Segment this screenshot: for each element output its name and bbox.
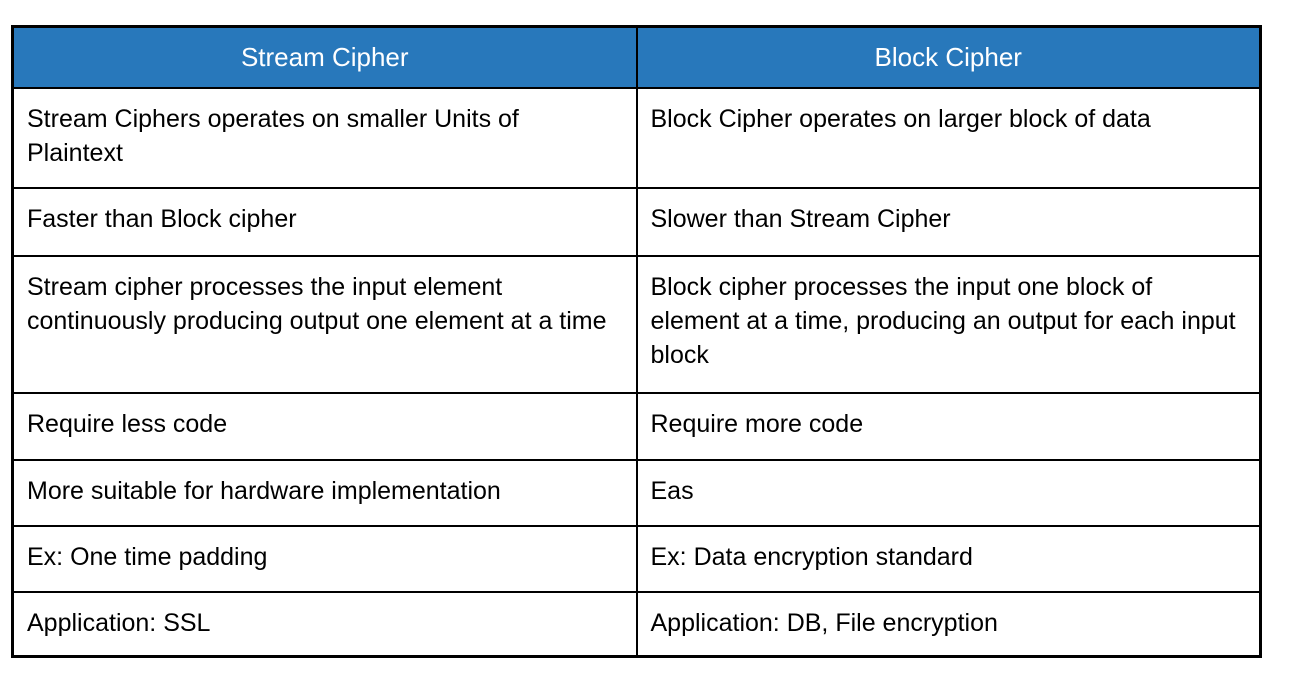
table-row: Stream cipher processes the input elemen… [11, 254, 1262, 394]
column-header-block-cipher: Block Cipher [635, 25, 1262, 89]
stream-cipher-cell: Application: SSL [11, 590, 638, 658]
table-row: Stream Ciphers operates on smaller Units… [11, 86, 1262, 189]
table-row: More suitable for hardware implementatio… [11, 458, 1262, 527]
cipher-comparison-table: Stream Cipher Block Cipher Stream Cipher… [11, 25, 1262, 658]
block-cipher-cell: Block cipher processes the input one blo… [635, 254, 1262, 394]
stream-cipher-cell: Ex: One time padding [11, 524, 638, 593]
table-row: Require less code Require more code [11, 391, 1262, 461]
table-row: Ex: One time padding Ex: Data encryption… [11, 524, 1262, 593]
stream-cipher-cell: More suitable for hardware implementatio… [11, 458, 638, 527]
block-cipher-cell: Block Cipher operates on larger block of… [635, 86, 1262, 189]
block-cipher-cell: Application: DB, File encryption [635, 590, 1262, 658]
block-cipher-cell: Require more code [635, 391, 1262, 461]
cipher-comparison-table-container: Stream Cipher Block Cipher Stream Cipher… [11, 25, 1262, 658]
stream-cipher-cell: Require less code [11, 391, 638, 461]
column-header-stream-cipher: Stream Cipher [11, 25, 638, 89]
stream-cipher-cell: Stream cipher processes the input elemen… [11, 254, 638, 394]
block-cipher-cell: Eas [635, 458, 1262, 527]
table-row: Faster than Block cipher Slower than Str… [11, 186, 1262, 257]
stream-cipher-cell: Stream Ciphers operates on smaller Units… [11, 86, 638, 189]
block-cipher-cell: Slower than Stream Cipher [635, 186, 1262, 257]
block-cipher-cell: Ex: Data encryption standard [635, 524, 1262, 593]
stream-cipher-cell: Faster than Block cipher [11, 186, 638, 257]
table-row: Application: SSL Application: DB, File e… [11, 590, 1262, 658]
header-row: Stream Cipher Block Cipher [11, 25, 1262, 89]
